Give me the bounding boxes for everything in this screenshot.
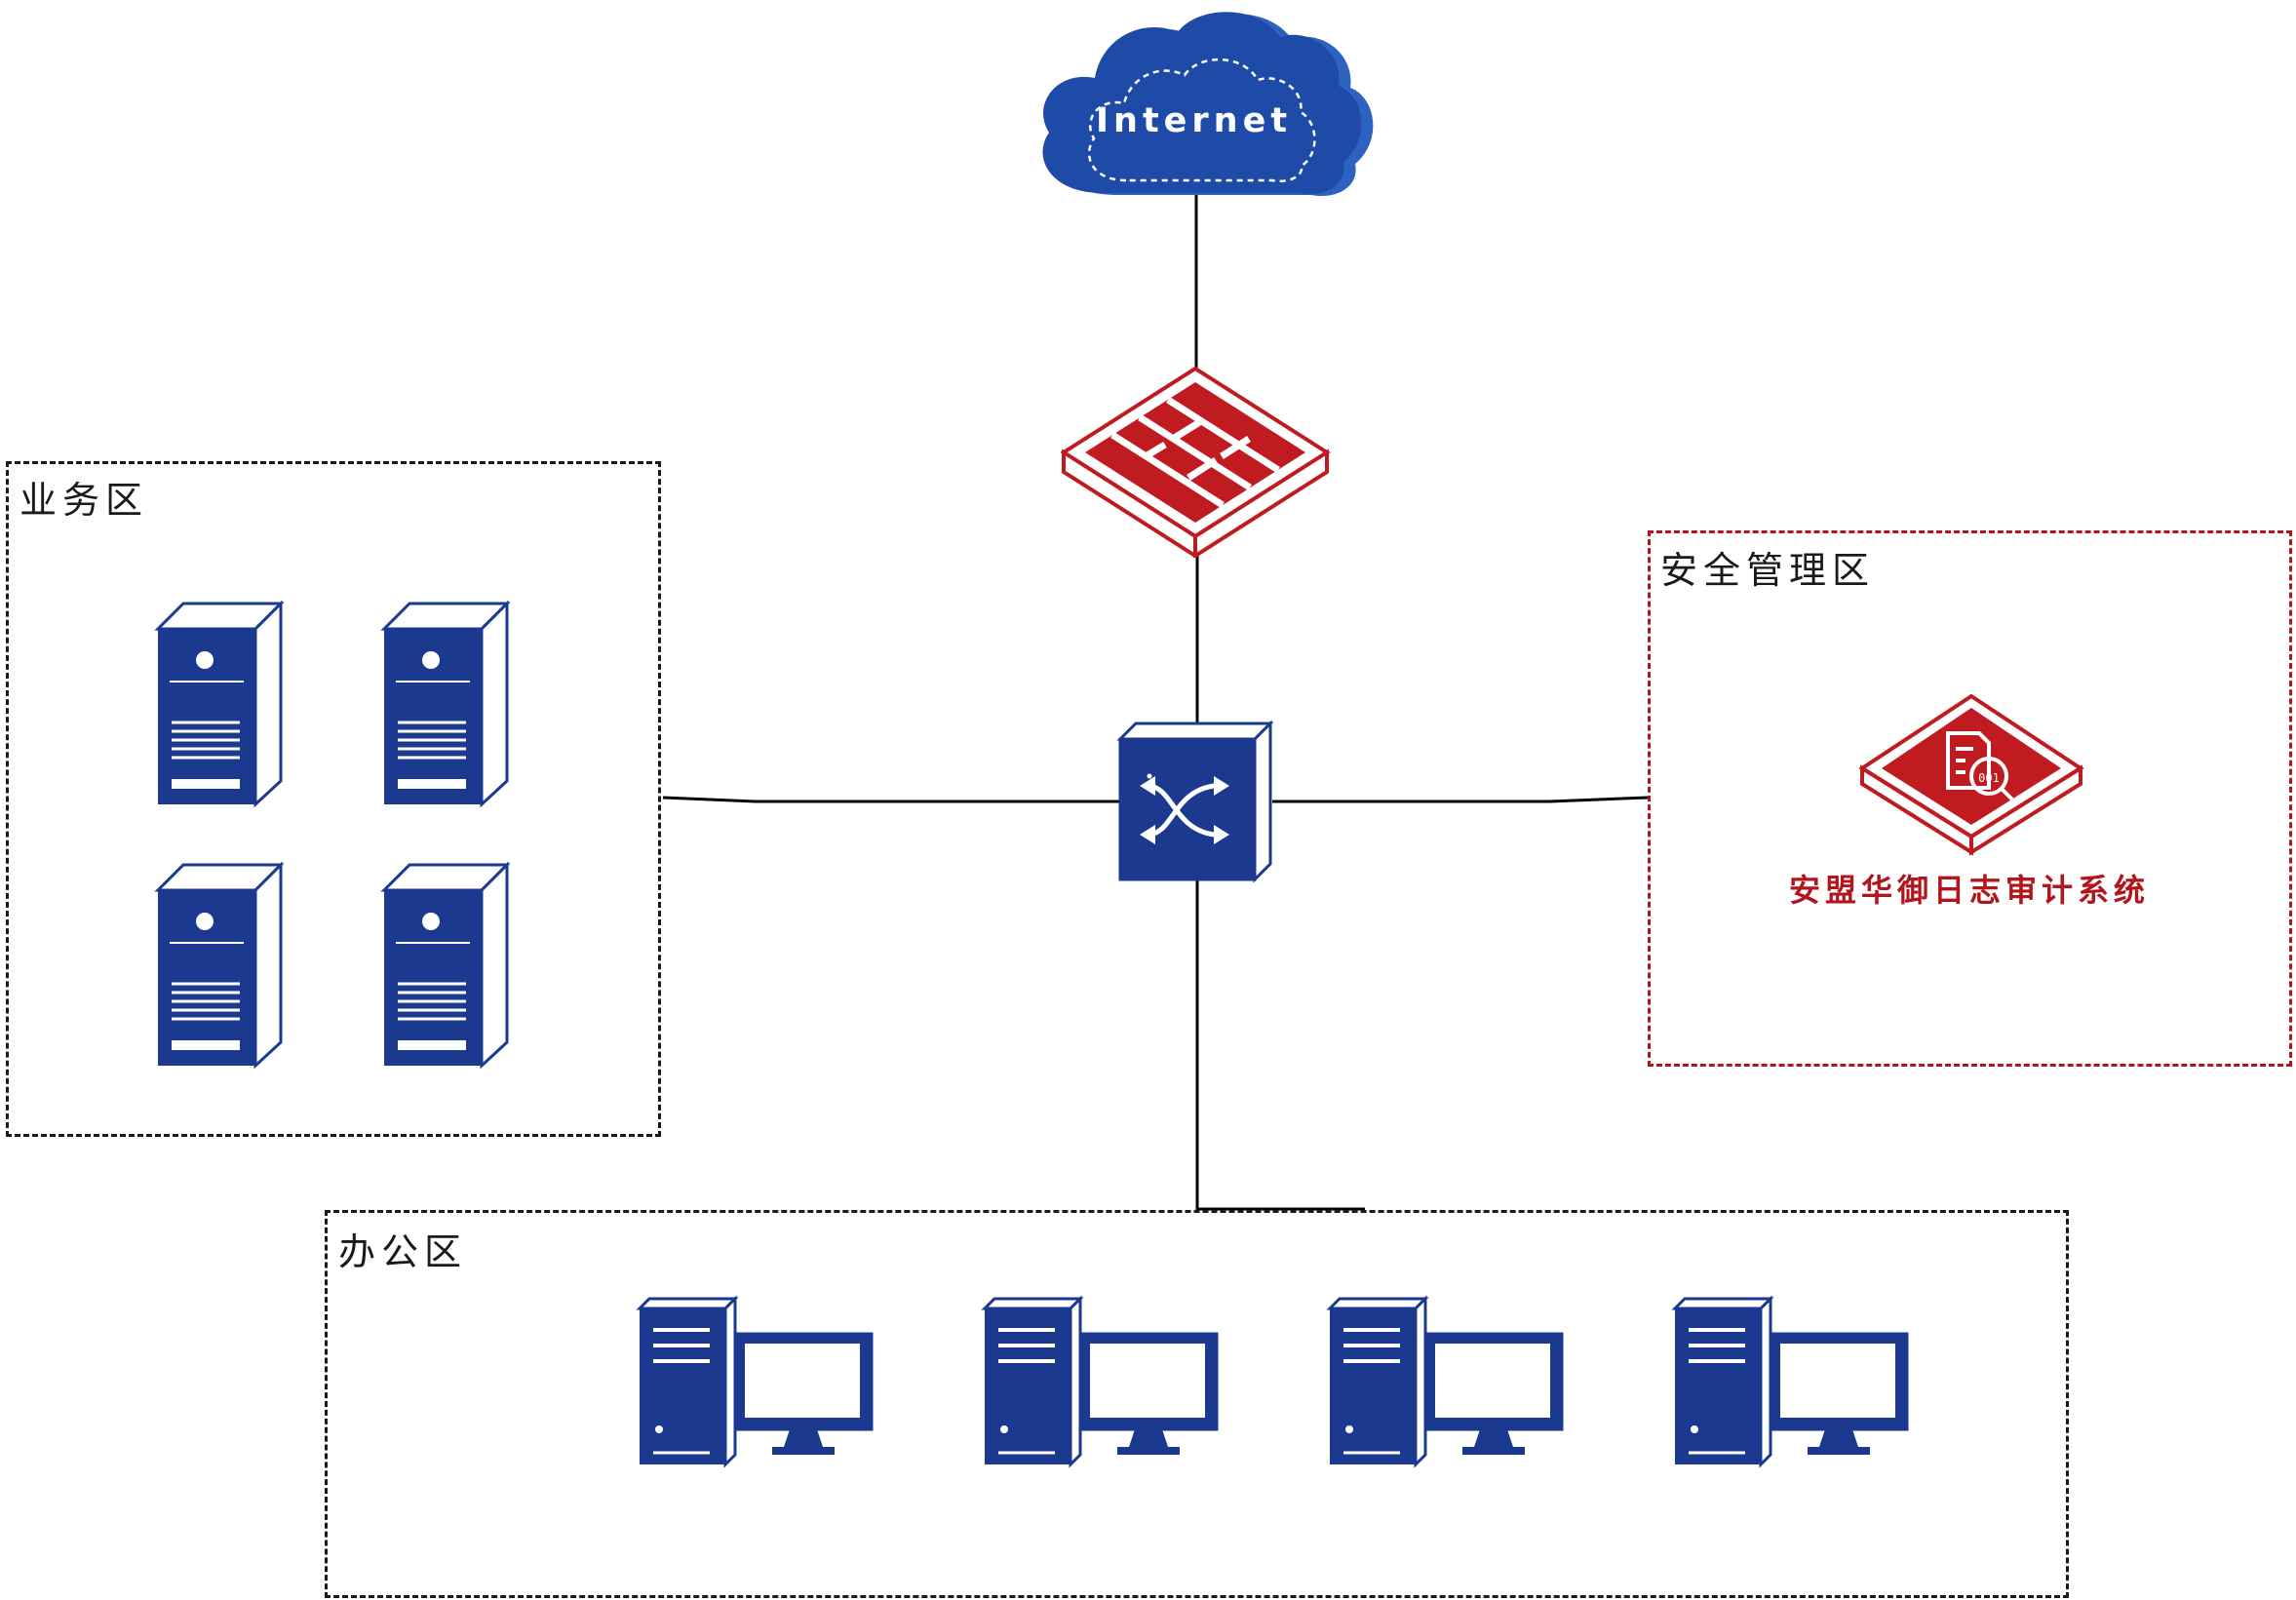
workstation-1-icon	[636, 1295, 874, 1468]
network-switch-icon	[1116, 720, 1274, 883]
firewall-icon	[1060, 366, 1331, 558]
audit-system-label: 安盟华御日志审计系统	[1788, 872, 2150, 909]
workstation-4-icon	[1671, 1295, 1909, 1468]
link-switch-security	[1272, 796, 1649, 803]
link-switch-business	[662, 796, 1119, 803]
security-zone	[1648, 530, 2292, 1067]
business-zone	[6, 461, 661, 1137]
link-switch-office	[1195, 880, 1365, 1211]
internet-cloud-icon	[1042, 12, 1374, 197]
log-audit-appliance-icon: 001	[1858, 693, 2084, 856]
workstation-2-icon	[981, 1295, 1219, 1468]
svg-text:001: 001	[1978, 771, 2000, 785]
office-zone-label: 办公区	[338, 1230, 468, 1273]
workstation-3-icon	[1326, 1295, 1564, 1468]
security-zone-label: 安全管理区	[1660, 549, 1876, 592]
cloud-label: Internet	[1096, 101, 1293, 140]
office-zone	[325, 1210, 2069, 1598]
server-1-icon	[154, 600, 285, 808]
server-2-icon	[380, 600, 511, 808]
server-4-icon	[380, 861, 511, 1070]
server-3-icon	[154, 861, 285, 1070]
business-zone-label: 业务区	[19, 479, 149, 522]
